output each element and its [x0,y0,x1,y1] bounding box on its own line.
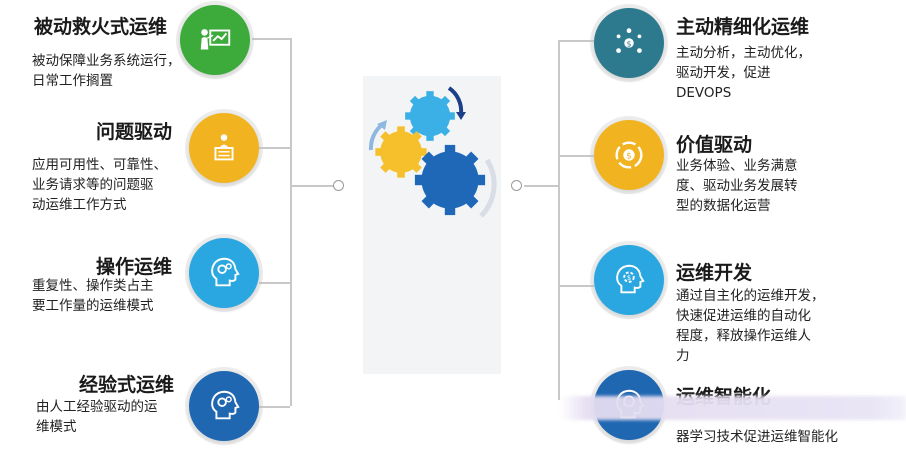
left-branch-3 [259,282,290,284]
right-item-3-desc: 通过自主化的运维开发， 快速促进运维的自动化 程度，释放操作运维人 力 [676,286,825,366]
right-horizontal-connector [524,185,558,187]
right-item-3-title: 运维开发 [676,262,753,284]
right-item-1-circle: $ [594,8,664,78]
right-item-2-line-2: 度、驱动业务发展转 [676,178,798,194]
svg-text:$: $ [627,274,631,282]
left-item-4-circle [189,371,259,441]
left-item-2-title: 问题驱动 [96,121,173,143]
right-item-4-desc: 器学习技术促进运维智能化 [676,427,838,447]
right-branch-3 [558,285,594,287]
gear-top [405,91,455,141]
right-item-2-desc: 业务体验、业务满意 度、驱动业务发展转 型的数据化运营 [676,156,798,216]
left-item-3-circle [189,238,259,308]
right-item-1-line-1: 主动分析，主动优化， [676,45,811,61]
left-item-3-line-1: 重复性、操作类占主 [32,278,154,294]
right-item-3-line-4: 力 [676,348,690,364]
left-item-2-desc: 应用可用性、可靠性、 业务请求等的问题驱 动运维工作方式 [32,155,167,215]
gear-left [375,126,427,178]
right-branch-1 [558,40,594,42]
left-branch-4 [259,406,290,408]
right-item-3-line-2: 快速促进运维的自动化 [676,308,811,324]
left-item-4-line-2: 维模式 [36,419,77,435]
right-item-2-title: 价值驱动 [676,134,753,156]
left-item-4-desc: 由人工经验驱动的运 维模式 [36,397,158,437]
gear-head-icon: $ [616,264,645,294]
left-branch-1 [252,38,290,40]
head-gears-icon [211,390,240,420]
right-item-4-line-1: 器学习技术促进运维智能化 [676,429,838,445]
left-item-1-line-2: 日常工作搁置 [32,73,113,89]
right-item-3-line-1: 通过自主化的运维开发， [676,288,825,304]
gears-icon [368,86,497,218]
left-item-4-line-1: 由人工经验驱动的运 [36,399,158,415]
right-connector-node [511,180,522,191]
rotation-arrow-right [479,158,497,218]
presentation-icon [200,29,231,50]
right-item-1-title: 主动精细化运维 [676,16,810,38]
podium-icon [214,134,234,161]
right-item-1-desc: 主动分析，主动优化， 驱动开发，促进 DEVOPS [676,43,811,103]
left-item-2-line-2: 业务请求等的问题驱 [32,177,154,193]
right-item-2-circle: $ [594,120,664,190]
dollar-cycle-icon: $ [615,141,643,169]
head-gears-icon [211,257,240,287]
left-item-2-line-3: 动运维工作方式 [32,197,127,213]
right-branch-2 [558,155,594,157]
svg-text:$: $ [626,151,631,161]
left-item-1-line-1: 被动保障业务系统运行， [32,53,181,69]
money-network-icon: $ [616,28,642,53]
right-item-1-line-2: 驱动开发，促进 [676,65,771,81]
left-item-4-title: 经验式运维 [79,374,175,396]
left-item-1-circle [180,5,250,75]
gear-big [414,144,486,216]
left-item-2-circle [189,113,259,183]
left-connector-node [333,180,344,191]
right-item-1-line-3: DEVOPS [676,85,732,101]
left-item-3-line-2: 要工作量的运维模式 [32,298,154,314]
left-branch-2 [259,147,290,149]
left-item-3-title: 操作运维 [96,256,173,278]
left-item-2-line-1: 应用可用性、可靠性、 [32,157,167,173]
right-item-2-line-3: 型的数据化运营 [676,198,771,214]
rotation-arrow-top [447,86,464,115]
left-item-1-title: 被动救火式运维 [34,16,168,38]
right-vertical-connector [558,40,560,400]
watermark-overlay [560,396,906,420]
left-vertical-connector [290,38,292,406]
left-item-1-desc: 被动保障业务系统运行， 日常工作搁置 [32,51,181,91]
left-item-3-desc: 重复性、操作类占主 要工作量的运维模式 [32,276,154,316]
svg-text:$: $ [627,39,632,48]
right-item-3-line-3: 程度，释放操作运维人 [676,328,811,344]
right-item-2-line-1: 业务体验、业务满意 [676,158,798,174]
right-item-3-circle: $ [594,245,664,315]
gear-panel [363,76,501,374]
left-horizontal-connector [290,185,336,187]
